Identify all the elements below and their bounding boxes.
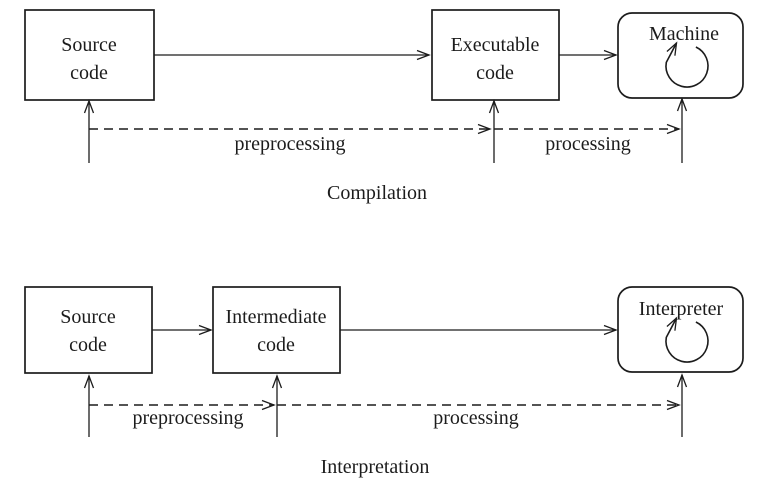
interpreter-label: Interpreter xyxy=(639,298,724,320)
interpretation-caption: Interpretation xyxy=(321,456,430,478)
source-code-label-line1: Source xyxy=(60,306,116,328)
machine-loop-arrow-icon xyxy=(665,41,709,88)
compilation-diagram: Source code Executable code Machine prep… xyxy=(24,9,744,204)
interpretation-shapes xyxy=(24,286,744,437)
machine-label: Machine xyxy=(649,23,719,45)
preprocessing-label-interpretation: preprocessing xyxy=(132,407,243,429)
executable-code-label-line1: Executable xyxy=(451,34,540,56)
interpreter-box xyxy=(617,286,744,373)
compilation-labels: Source code Executable code Machine prep… xyxy=(61,23,719,204)
source-code-label-line2: code xyxy=(69,334,107,356)
processing-label-compilation: processing xyxy=(545,133,631,155)
source-code-box xyxy=(24,286,153,374)
interpreter-loop-arrow-icon xyxy=(665,316,709,363)
compilation-caption: Compilation xyxy=(327,182,427,204)
source-code-label-line2: code xyxy=(70,62,108,84)
compilation-shapes xyxy=(24,9,744,163)
preprocessing-label-compilation: preprocessing xyxy=(234,133,345,155)
executable-code-label-line2: code xyxy=(476,62,514,84)
interpretation-diagram: Source code Intermediate code Interprete… xyxy=(24,286,744,478)
intermediate-code-label-line1: Intermediate xyxy=(225,306,326,328)
intermediate-code-label-line2: code xyxy=(257,334,295,356)
source-code-label-line1: Source xyxy=(61,34,117,56)
intermediate-code-box xyxy=(212,286,341,374)
interpretation-labels: Source code Intermediate code Interprete… xyxy=(60,298,723,478)
processing-label-interpretation: processing xyxy=(433,407,519,429)
